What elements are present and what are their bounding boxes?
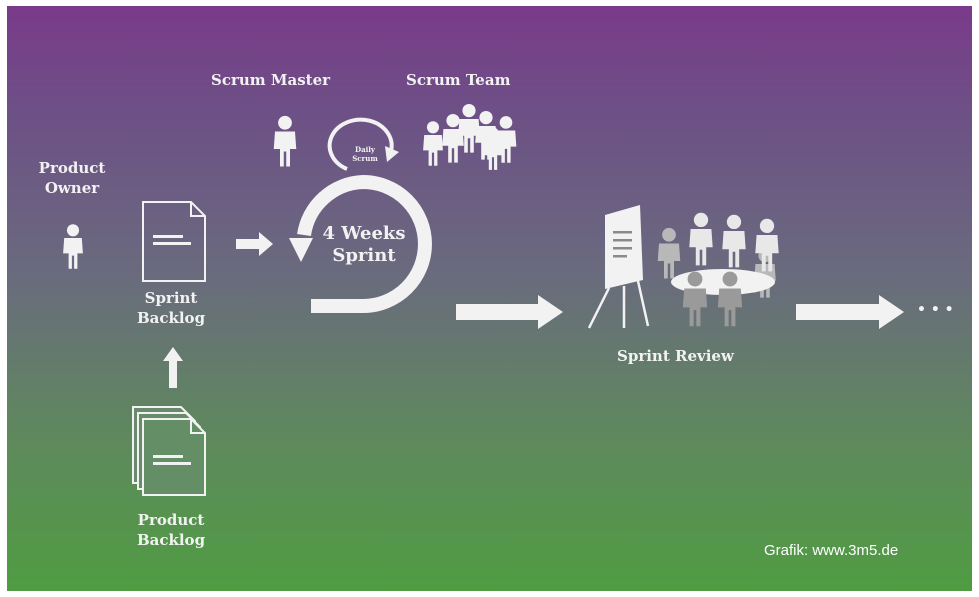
continuation-ellipsis: • • • (917, 302, 954, 318)
arrow-continue-icon (796, 295, 904, 329)
scrum-master-label: Scrum Master (211, 71, 331, 89)
sprint-label-line1: 4 Weeks (322, 223, 406, 244)
sprint-label-line2: Sprint (332, 245, 396, 266)
product-owner-label-line2: Owner (44, 179, 100, 197)
arrow-up-icon (163, 347, 183, 388)
scrum-process-diagram: Product Owner Scrum Master Scrum Team Da… (7, 6, 972, 591)
diagram-graphics (63, 104, 904, 496)
product-backlog-documents-icon (132, 406, 206, 496)
arrow-to-sprint-icon (236, 232, 273, 256)
product-owner-label-line1: Product (38, 159, 106, 177)
sprint-backlog-label-line2: Backlog (136, 309, 206, 327)
product-backlog-label: Product Backlog (129, 510, 213, 550)
sprint-review-label: Sprint Review (617, 347, 734, 365)
arrow-to-review-icon (456, 295, 563, 329)
product-owner-icon (63, 224, 83, 269)
sprint-backlog-label-line1: Sprint (144, 289, 198, 307)
sprint-label: 4 Weeks Sprint (319, 223, 409, 267)
daily-scrum-label-line1: Daily (355, 145, 375, 154)
product-owner-label: Product Owner (32, 158, 112, 198)
image-credit: Grafik: www.3m5.de (764, 542, 899, 559)
product-backlog-label-line1: Product (137, 511, 205, 529)
sprint-cycle-icon (289, 174, 432, 313)
daily-scrum-label-line2: Scrum (352, 154, 378, 163)
sprint-backlog-label: Sprint Backlog (131, 288, 211, 328)
daily-scrum-loop-icon (327, 117, 399, 171)
scrum-master-icon (273, 115, 297, 167)
scrum-team-icon (423, 104, 517, 170)
flipchart-icon (587, 205, 650, 329)
scrum-team-label: Scrum Team (406, 71, 511, 89)
review-group-icon (657, 212, 779, 327)
daily-scrum-label: Daily Scrum (345, 145, 385, 163)
sprint-backlog-document-icon (142, 201, 206, 282)
product-backlog-label-line2: Backlog (136, 531, 206, 549)
product-backlog-lines-icon (153, 455, 191, 465)
